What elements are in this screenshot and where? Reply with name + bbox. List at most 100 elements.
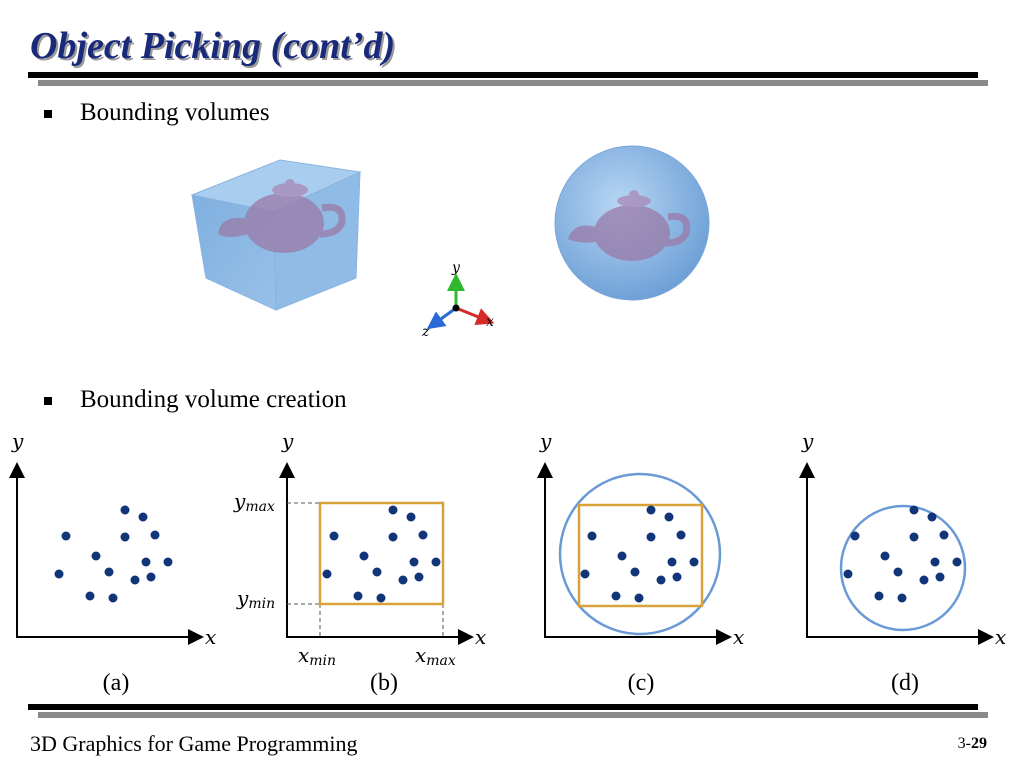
data-point	[630, 567, 640, 577]
axis-z-arrow	[426, 306, 457, 330]
data-point	[874, 591, 884, 601]
bounding-sphere-teapot-figure	[554, 145, 710, 301]
x-axis-label: x	[475, 625, 486, 649]
data-point	[388, 532, 398, 542]
bounding-volume-creation-figure: y x y x ymax ymin xmin xmax y x y x	[9, 429, 1006, 669]
panel-c: y x	[537, 429, 744, 649]
data-point	[130, 575, 140, 585]
data-point	[909, 505, 919, 515]
teapot-icon	[218, 179, 346, 253]
data-point	[843, 569, 853, 579]
data-point	[388, 505, 398, 515]
x-max-label: xmax	[415, 643, 456, 669]
axis-x-label: x	[486, 314, 494, 330]
data-point	[414, 572, 424, 582]
bounding-box-teapot-figure	[190, 159, 362, 311]
data-point	[398, 575, 408, 585]
data-point	[919, 575, 929, 585]
axis-y-label: y	[451, 260, 461, 276]
y-max-label: ymax	[233, 489, 275, 515]
data-point	[329, 531, 339, 541]
page-number-value: 29	[971, 735, 987, 752]
x-axis-label: x	[205, 625, 216, 649]
teapot-icon	[568, 190, 691, 261]
y-axis-label: y	[539, 429, 552, 453]
data-point	[141, 557, 151, 567]
bullet-marker	[44, 397, 52, 405]
data-point	[939, 530, 949, 540]
x-min-label: xmin	[298, 643, 336, 669]
data-point	[85, 591, 95, 601]
footer-course-title: 3D Graphics for Game Programming	[30, 731, 358, 756]
data-point	[120, 532, 130, 542]
caption-b: (b)	[370, 670, 398, 696]
data-point	[880, 551, 890, 561]
bullet-text: Bounding volume creation	[80, 386, 347, 413]
data-point	[418, 530, 428, 540]
caption-d: (d)	[891, 670, 919, 696]
x-axis-label: x	[995, 625, 1006, 649]
data-point	[409, 557, 419, 567]
axis-origin	[452, 304, 460, 312]
data-point	[431, 557, 441, 567]
y-axis-label: y	[11, 429, 24, 453]
data-point	[91, 551, 101, 561]
tight-bounding-sphere-circle	[839, 504, 967, 632]
data-point	[353, 591, 363, 601]
bullet-text: Bounding volumes	[80, 99, 270, 126]
data-point	[61, 531, 71, 541]
data-point	[108, 593, 118, 603]
data-point	[322, 569, 332, 579]
aabb-rectangle	[318, 501, 445, 606]
data-point	[850, 531, 860, 541]
y-axis-label: y	[801, 429, 814, 453]
data-point	[656, 575, 666, 585]
panel-b: y x ymax ymin xmin xmax	[233, 429, 486, 669]
axis-x-arrow	[455, 306, 495, 326]
data-point	[376, 593, 386, 603]
data-point	[617, 551, 627, 561]
data-point	[372, 567, 382, 577]
data-point	[104, 567, 114, 577]
x-axis-label: x	[733, 625, 744, 649]
data-point	[120, 505, 130, 515]
data-point	[689, 557, 699, 567]
data-point	[930, 557, 940, 567]
data-point	[646, 532, 656, 542]
footer-rule-shadow	[38, 712, 988, 718]
slide-title: Object Picking (cont’d)	[30, 25, 396, 67]
y-min-label: ymin	[236, 586, 275, 612]
data-point	[406, 512, 416, 522]
data-point	[580, 569, 590, 579]
caption-a: (a)	[102, 670, 130, 696]
axis-z-label: z	[421, 324, 430, 340]
title-rule-shadow	[38, 80, 988, 86]
data-point	[897, 593, 907, 603]
page-number: 3-29	[958, 735, 987, 753]
data-point	[587, 531, 597, 541]
data-point	[150, 530, 160, 540]
data-point	[146, 572, 156, 582]
axes-icon: y x z	[421, 260, 495, 340]
data-point	[952, 557, 962, 567]
aabb-rectangle	[577, 503, 704, 608]
data-point	[667, 557, 677, 567]
footer-rule	[28, 704, 978, 710]
data-point	[611, 591, 621, 601]
bullet-bounding-volumes: Bounding volumes	[44, 99, 270, 127]
data-point	[676, 530, 686, 540]
y-axis-label: y	[281, 429, 294, 453]
bullet-marker	[44, 110, 52, 118]
data-point	[163, 557, 173, 567]
data-point	[909, 532, 919, 542]
data-point	[646, 505, 656, 515]
data-point	[893, 567, 903, 577]
data-point	[54, 569, 64, 579]
data-point	[927, 512, 937, 522]
page-prefix: 3-	[957, 735, 971, 752]
panel-a: y x	[9, 429, 216, 649]
data-point	[935, 572, 945, 582]
panel-d: y x	[799, 429, 1006, 649]
data-point	[359, 551, 369, 561]
data-point	[664, 512, 674, 522]
